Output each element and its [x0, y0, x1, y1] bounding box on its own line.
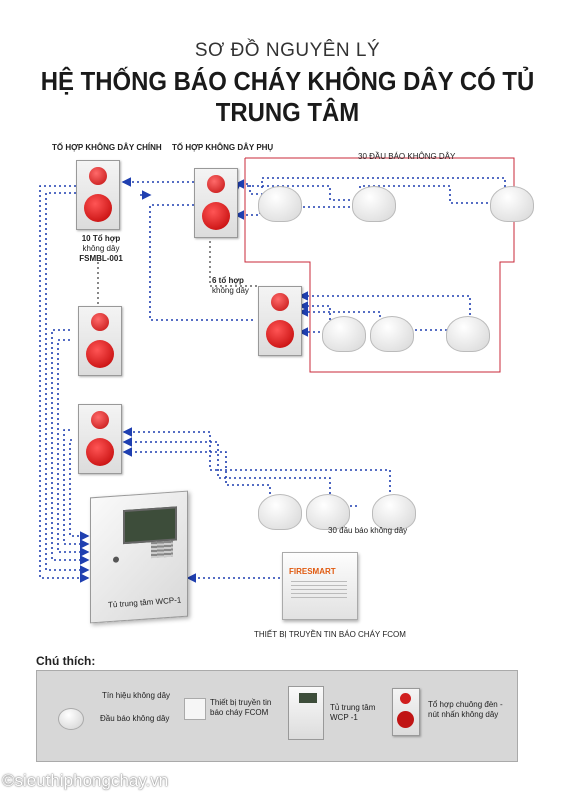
signal-line — [149, 204, 256, 321]
top-detectors-label: 30 ĐẦU BÁO KHÔNG DÂY — [358, 152, 456, 161]
combo-count-label: 10 Tổ hợp không dây FSMBL-001 — [76, 234, 126, 264]
smoke-detector-icon — [446, 316, 490, 352]
sub-wireless-combo — [194, 168, 238, 238]
smoke-detector-icon — [322, 316, 366, 352]
diagram-subtitle: SƠ ĐỒ NGUYÊN LÝ — [194, 40, 381, 61]
combo-count-line2: không dây — [82, 244, 120, 253]
fcom-transmitter: FIRESMART — [282, 552, 358, 620]
alarm-light-icon — [89, 167, 107, 185]
signal-line — [122, 447, 271, 494]
signal-line — [359, 185, 505, 204]
smoke-detector-icon — [258, 186, 302, 222]
signal-line — [298, 301, 331, 320]
panel-display — [123, 506, 177, 545]
signal-line — [261, 177, 506, 188]
legend-panel-label: Tủ trung tâm WCP -1 — [330, 703, 375, 723]
alarm-light-icon — [400, 693, 411, 704]
combo-count-line1: 10 Tổ hợp — [81, 234, 121, 243]
legend-panel-icon — [288, 686, 324, 740]
signal-line — [57, 339, 90, 557]
combo-model: FSMBL-001 — [79, 254, 123, 263]
alarm-light-icon — [207, 175, 225, 193]
legend-panel-line1: Tủ trung tâm — [330, 703, 376, 712]
alarm-light-icon — [91, 313, 109, 331]
signal-line — [45, 192, 90, 575]
manual-call-point-icon — [86, 438, 114, 466]
legend-fcom-line1: Thiết bị truyền tin — [210, 698, 272, 707]
alarm-light-icon — [91, 411, 109, 429]
manual-call-point-icon — [86, 340, 114, 368]
main-combo-label: TỐ HỢP KHÔNG DÂY CHÍNH — [52, 143, 162, 152]
legend-panel-display — [299, 693, 317, 703]
manual-call-point-icon — [266, 320, 294, 348]
legend-combo-label: Tổ hợp chuông đèn - nút nhấn không dây — [428, 700, 503, 720]
smoke-detector-icon — [258, 494, 302, 530]
signal-line — [51, 329, 90, 565]
legend-panel-line2: WCP -1 — [330, 713, 358, 722]
legend-fcom-label: Thiết bị truyền tin báo cháy FCOM — [210, 698, 271, 718]
signal-line — [298, 307, 381, 322]
signal-line — [63, 429, 90, 549]
fcom-spec-lines — [291, 581, 347, 601]
legend-box — [36, 670, 518, 762]
wireless-combo — [258, 286, 302, 356]
smoke-detector-icon — [372, 494, 416, 530]
combo-link — [209, 236, 258, 287]
manual-call-point-icon — [397, 711, 414, 728]
legend-signal-label: Tín hiệu không dây — [102, 691, 171, 700]
legend-detector-label: Đầu báo không dây — [100, 714, 170, 723]
panel-key-lock-icon — [113, 556, 119, 563]
sub-count-line1: 6 tổ hợp — [212, 276, 244, 285]
sub-combo-label: TỐ HỢP KHÔNG DÂY PHỤ — [172, 143, 274, 152]
bottom-detectors-label: 30 đầu báo không dây — [328, 526, 408, 535]
manual-call-point-icon — [84, 194, 112, 222]
signal-line — [39, 185, 90, 583]
smoke-detector-icon — [306, 494, 350, 530]
legend-detector-icon — [58, 708, 84, 730]
diagram-title: HỆ THỐNG BÁO CHÁY KHÔNG DÂY CÓ TỦ TRUNG … — [40, 66, 535, 127]
smoke-detector-icon — [352, 186, 396, 222]
signal-line — [122, 427, 391, 492]
watermark: ©sieuthiphongchay.vn — [2, 771, 169, 790]
alarm-light-icon — [271, 293, 289, 311]
legend-combo-line2: nút nhấn không dây — [428, 710, 499, 719]
wireless-combo — [78, 306, 122, 376]
wireless-combo — [78, 404, 122, 474]
smoke-detector-icon — [490, 186, 534, 222]
main-wireless-combo — [76, 160, 120, 230]
legend-combo-icon — [392, 688, 420, 736]
signal-line — [234, 206, 360, 220]
sub-count-label: 6 tổ hợp không dây — [212, 276, 249, 296]
smoke-detector-icon — [370, 316, 414, 352]
signal-line — [69, 439, 90, 541]
legend-title: Chú thích: — [36, 654, 96, 668]
fcom-label: THIẾT BỊ TRUYỀN TIN BÁO CHÁY FCOM — [254, 630, 406, 639]
manual-call-point-icon — [202, 202, 230, 230]
signal-line — [122, 437, 331, 494]
legend-fcom-line2: báo cháy FCOM — [210, 708, 269, 717]
signal-line — [234, 179, 268, 195]
legend-combo-line1: Tổ hợp chuông đèn - — [428, 700, 503, 709]
fcom-brand-logo: FIRESMART — [289, 567, 336, 576]
panel-keypad — [151, 540, 173, 559]
sub-count-line2: không dây — [212, 286, 249, 295]
legend-fcom-icon — [184, 698, 206, 720]
